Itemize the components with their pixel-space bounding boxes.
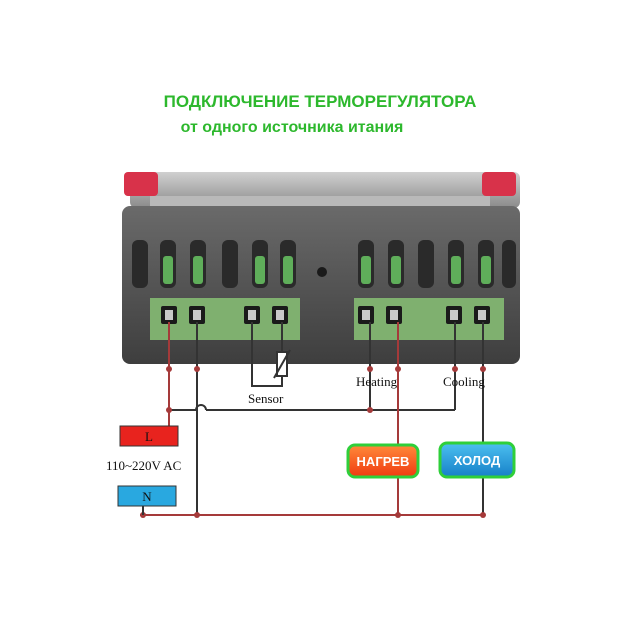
red-clip-right [482, 172, 516, 196]
live-label: L [145, 429, 153, 444]
diagram-subtitle: от одного источника итания [180, 119, 404, 136]
heating-label: Heating [356, 374, 398, 389]
cold-tag [438, 441, 516, 479]
controller-body [122, 206, 520, 364]
heat-tag-label: НАГРЕВ [357, 454, 410, 469]
diagram-title: ПОДКЛЮЧЕНИЕ ТЕРМОРЕГУЛЯТОРА [163, 92, 477, 111]
cooling-label: Cooling [443, 374, 485, 389]
cold-tag-label: ХОЛОД [454, 453, 501, 468]
controller-top [124, 172, 520, 210]
neutral-terminal [117, 485, 177, 507]
red-clip-left [124, 172, 158, 196]
neutral-label: N [142, 489, 152, 504]
voltage-label: 110~220V AC [106, 458, 181, 473]
junction-dots [140, 366, 486, 518]
sensor-label: Sensor [248, 391, 284, 406]
heat-tag [346, 443, 420, 479]
live-terminal [119, 425, 179, 447]
screw-hole [317, 267, 327, 277]
